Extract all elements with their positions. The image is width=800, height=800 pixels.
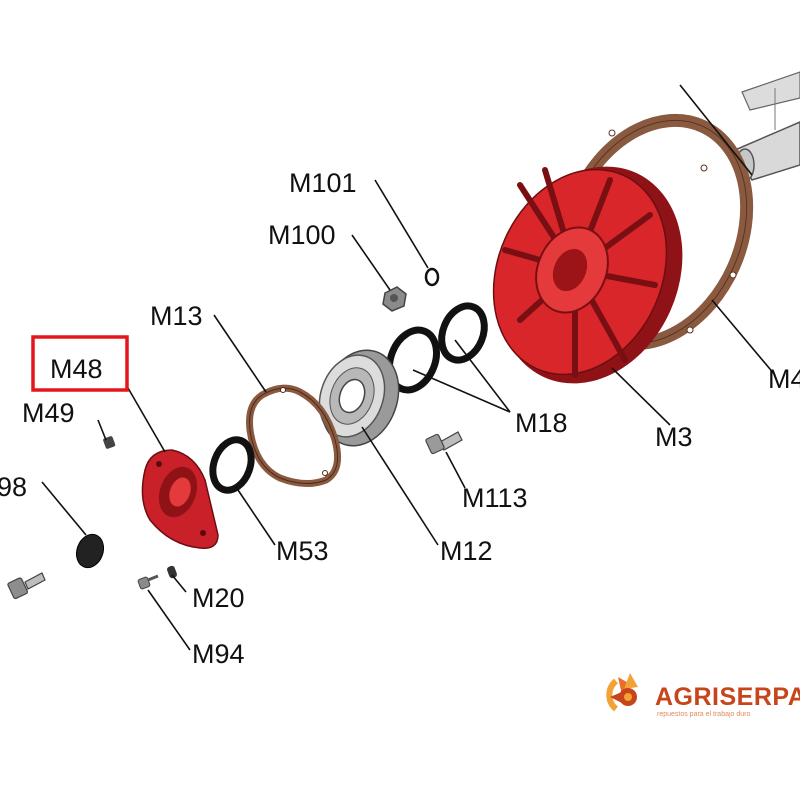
screw-m94: [137, 574, 159, 590]
label-m13: M13: [150, 301, 203, 331]
label-m12: M12: [440, 536, 493, 566]
leader-lines: [41, 84, 776, 651]
impeller-m3: [492, 166, 683, 384]
brand-tagline: repuestos para el trabajo duro: [657, 711, 750, 718]
seal-m53: [209, 436, 255, 494]
label-m18: M18: [515, 408, 568, 438]
bolt-m113: [425, 431, 463, 455]
brand-logo: AGRISERPAL repuestos para el trabajo dur…: [606, 673, 800, 718]
sunflower-logo-icon: [606, 673, 638, 712]
highlight-box: [31, 335, 129, 392]
part-labels: M101 M100 M13 M48 M49 98 M18 M3 M4 M113 …: [0, 168, 800, 669]
brand-name: AGRISERPAL: [655, 683, 800, 711]
pin-m20: [167, 565, 177, 579]
label-m3: M3: [655, 422, 693, 452]
label-m49: M49: [22, 398, 75, 428]
small-o-ring-m101: [424, 267, 440, 287]
label-m98: 98: [0, 472, 27, 502]
bearing-m12: [318, 349, 400, 447]
label-m20: M20: [192, 583, 245, 613]
label-m53: M53: [276, 536, 329, 566]
gasket-m13: [246, 384, 341, 487]
label-m113: M113: [462, 483, 528, 513]
label-m48: M48: [50, 354, 103, 384]
pump-housing-m48: [141, 449, 219, 549]
left-bolt: [7, 572, 46, 600]
label-m100: M100: [268, 220, 336, 250]
o-rings-m18: [386, 302, 488, 394]
disc-98: [75, 533, 105, 569]
label-m94: M94: [192, 639, 245, 669]
label-m4: M4: [768, 364, 800, 394]
nut-m100: [382, 286, 407, 312]
label-m101: M101: [289, 168, 357, 198]
